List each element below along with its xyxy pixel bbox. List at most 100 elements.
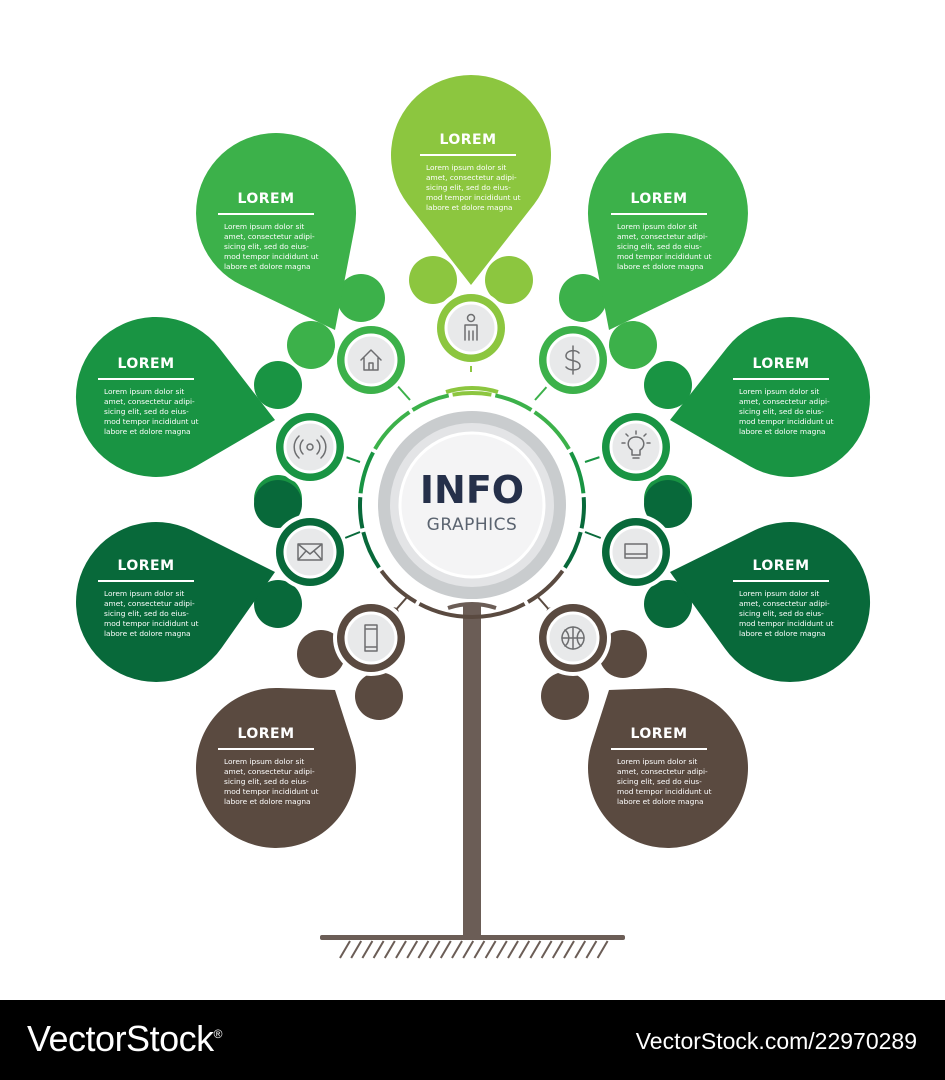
- ground-hatch: [383, 940, 396, 959]
- branch-bubble: [390, 75, 551, 285]
- body-line: labore et dolore magna: [617, 797, 704, 806]
- ground-hatch: [574, 940, 587, 959]
- petal-lobe: [609, 321, 657, 369]
- body-line: sicing elit, sed do eius-: [426, 183, 511, 192]
- ring-segment: [494, 393, 533, 412]
- petal-lobe: [644, 580, 692, 628]
- ground-hatch: [462, 940, 475, 959]
- trunk-cap: [447, 602, 497, 610]
- body-line: sicing elit, sed do eius-: [617, 242, 702, 251]
- body-line: labore et dolore magna: [224, 262, 311, 271]
- ground-hatch: [507, 940, 519, 959]
- petal-lobe: [541, 672, 589, 720]
- body-line: Lorem ipsum dolor sit: [739, 589, 820, 598]
- body-line: Lorem ipsum dolor sit: [617, 757, 698, 766]
- body-line: sicing elit, sed do eius-: [617, 777, 702, 786]
- branch-bubble: [587, 132, 748, 330]
- title-underline: [98, 580, 194, 582]
- branch-top: [390, 75, 551, 372]
- body-line: amet, consectetur adipi-: [224, 767, 315, 776]
- body-line: sicing elit, sed do eius-: [104, 609, 189, 618]
- tree-trunk: [463, 605, 481, 938]
- ring-segment: [418, 602, 526, 619]
- title-underline: [420, 154, 516, 156]
- body-line: mod tempor incididunt ut: [224, 787, 319, 796]
- ground-hatch: [439, 940, 452, 959]
- ground-hatch: [395, 940, 407, 959]
- ground-line: [320, 935, 625, 940]
- ground-hatch: [417, 940, 430, 959]
- body-line: amet, consectetur adipi-: [617, 767, 708, 776]
- petal-lobe: [254, 580, 302, 628]
- petal-lobe: [355, 672, 403, 720]
- body-line: sicing elit, sed do eius-: [224, 242, 309, 251]
- watermark-footer: VectorStock® VectorStock.com/22970289: [0, 1000, 945, 1080]
- center-face: [398, 431, 546, 579]
- body-line: mod tempor incididunt ut: [617, 252, 712, 261]
- title-underline: [218, 748, 314, 750]
- body-line: labore et dolore magna: [224, 797, 311, 806]
- body-line: Lorem ipsum dolor sit: [224, 757, 305, 766]
- icon-node-face: [609, 420, 663, 474]
- body-line: amet, consectetur adipi-: [104, 397, 195, 406]
- ground-hatch: [596, 940, 609, 959]
- body-line: Lorem ipsum dolor sit: [426, 163, 507, 172]
- branch-bubble: [75, 316, 275, 477]
- body-line: mod tempor incididunt ut: [104, 417, 199, 426]
- branch-title: LOREM: [630, 191, 688, 207]
- ring-segment: [361, 531, 381, 569]
- petal-lobe: [287, 321, 335, 369]
- branch-lower-left: [76, 480, 361, 683]
- body-line: labore et dolore magna: [426, 203, 513, 212]
- petal-lobe: [644, 480, 692, 528]
- body-line: Lorem ipsum dolor sit: [104, 589, 185, 598]
- body-line: labore et dolore magna: [739, 629, 826, 638]
- branch-title: LOREM: [630, 726, 688, 742]
- icon-node-face: [344, 333, 398, 387]
- branch-title: LOREM: [752, 356, 810, 372]
- branch-bottom-right: [535, 595, 749, 848]
- brand-mark: ®: [213, 1027, 223, 1041]
- body-line: amet, consectetur adipi-: [617, 232, 708, 241]
- petal-lobe: [409, 256, 457, 304]
- branch-bubble: [670, 317, 871, 478]
- person-icon: [464, 313, 478, 341]
- ground-hatch: [428, 940, 441, 959]
- envelope-icon: [297, 543, 323, 561]
- vectorstock-logo: VectorStock®: [27, 1018, 222, 1060]
- icon-node-face: [283, 525, 337, 579]
- center-subtitle: GRAPHICS: [427, 515, 518, 535]
- body-line: labore et dolore magna: [617, 262, 704, 271]
- body-line: mod tempor incididunt ut: [739, 619, 834, 628]
- lightbulb-icon: [621, 430, 651, 459]
- branch-bubble: [195, 687, 356, 848]
- petal-lobe: [254, 480, 302, 528]
- body-line: Lorem ipsum dolor sit: [224, 222, 305, 231]
- petal-lobe: [297, 630, 345, 678]
- branch-bubble: [588, 687, 749, 848]
- body-line: mod tempor incididunt ut: [739, 417, 834, 426]
- branch-title: LOREM: [117, 558, 175, 574]
- ring-segment: [358, 497, 365, 529]
- center-title: INFO: [420, 468, 524, 512]
- petal-lobe: [337, 274, 385, 322]
- branch-title: LOREM: [117, 356, 175, 372]
- ground-hatch: [372, 940, 385, 959]
- branch-bubble: [196, 132, 357, 330]
- title-underline: [218, 213, 314, 215]
- body-line: Lorem ipsum dolor sit: [739, 387, 820, 396]
- body-line: mod tempor incididunt ut: [224, 252, 319, 261]
- branch-bubble: [76, 522, 275, 683]
- branch-upper-right: [534, 132, 748, 401]
- ground-hatch: [529, 940, 542, 959]
- dollar-icon: [565, 345, 581, 375]
